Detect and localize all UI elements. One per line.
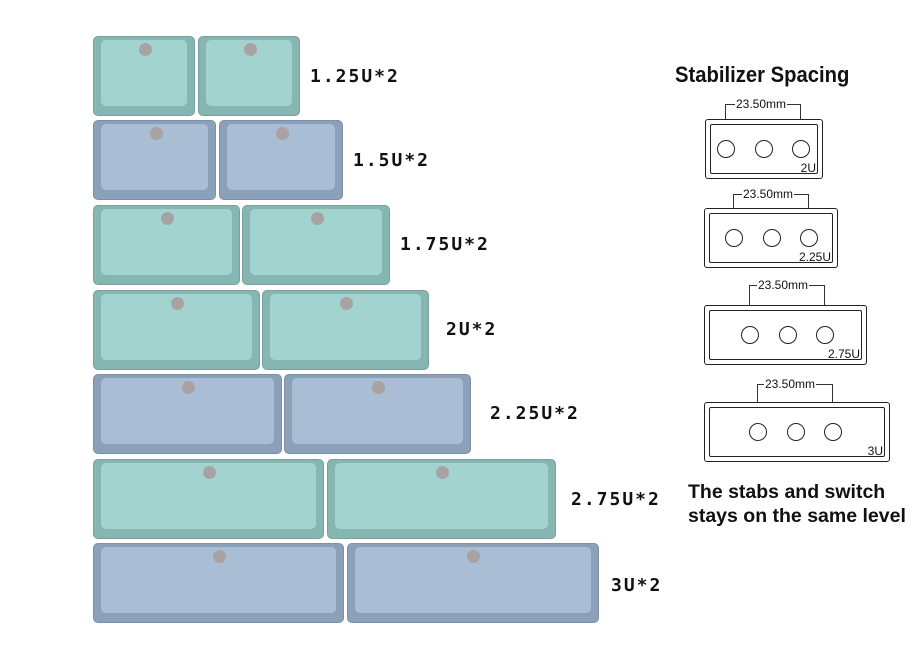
keycap-2u-right xyxy=(262,290,429,370)
switch-stem-dot xyxy=(244,43,257,56)
switch-stem-dot xyxy=(276,127,289,140)
switch-stem-dot xyxy=(372,381,385,394)
stab-size-label: 2.25U xyxy=(798,250,831,264)
switch-stem-dot xyxy=(182,381,195,394)
stab-housing-right xyxy=(824,423,842,441)
keycap-1.5u-left xyxy=(93,120,216,200)
stab-housing-left xyxy=(741,326,759,344)
switch-stem-dot xyxy=(436,466,449,479)
switch-stem-dot xyxy=(213,550,226,563)
keycap-3u-left xyxy=(93,543,344,623)
row-label-2.25u: 2.25U*2 xyxy=(490,403,580,424)
row-label-2.75u: 2.75U*2 xyxy=(571,489,661,510)
row-label-2u: 2U*2 xyxy=(446,319,498,340)
switch-stem-dot xyxy=(150,127,163,140)
keycap-2.25u-left xyxy=(93,374,282,454)
switch-housing xyxy=(755,140,773,158)
switch-stem-dot xyxy=(161,212,174,225)
stab-size-label: 2U xyxy=(800,161,816,175)
keycap-2.75u-left xyxy=(93,459,324,539)
switch-stem-dot xyxy=(311,212,324,225)
keycap-1.75u-right xyxy=(242,205,390,285)
stab-level-note: The stabs and switch stays on the same l… xyxy=(688,480,906,528)
keycap-1.25u-right xyxy=(198,36,300,116)
row-label-3u: 3U*2 xyxy=(611,575,663,596)
switch-stem-dot xyxy=(340,297,353,310)
stab-housing-right xyxy=(816,326,834,344)
row-label-1.75u: 1.75U*2 xyxy=(400,234,490,255)
keycap-1.5u-right xyxy=(219,120,343,200)
stab-housing-right xyxy=(800,229,818,247)
stab-housing-left xyxy=(725,229,743,247)
stab-housing-left xyxy=(717,140,735,158)
keycap-1.25u-left xyxy=(93,36,195,116)
spacing-dimension: 23.50mm xyxy=(764,377,817,391)
switch-stem-dot xyxy=(139,43,152,56)
keycap-2u-left xyxy=(93,290,260,370)
stabilizer-spacing-title: Stabilizer Spacing xyxy=(675,62,850,87)
keycap-2.25u-right xyxy=(284,374,471,454)
stab-size-label: 2.75U xyxy=(827,347,860,361)
note-line-2: stays on the same level xyxy=(688,505,906,527)
stab-housing-left xyxy=(749,423,767,441)
keycap-1.75u-left xyxy=(93,205,240,285)
spacing-dimension: 23.50mm xyxy=(735,97,788,111)
switch-stem-dot xyxy=(171,297,184,310)
switch-housing xyxy=(787,423,805,441)
keycap-3u-right xyxy=(347,543,599,623)
switch-stem-dot xyxy=(467,550,480,563)
row-label-1.25u: 1.25U*2 xyxy=(310,66,400,87)
switch-housing xyxy=(763,229,781,247)
spacing-dimension: 23.50mm xyxy=(757,278,810,292)
spacing-dimension: 23.50mm xyxy=(742,187,795,201)
switch-housing xyxy=(779,326,797,344)
row-label-1.5u: 1.5U*2 xyxy=(353,150,431,171)
switch-stem-dot xyxy=(203,466,216,479)
stab-size-label: 3U xyxy=(867,444,883,458)
stab-housing-right xyxy=(792,140,810,158)
keycap-2.75u-right xyxy=(327,459,556,539)
note-line-1: The stabs and switch xyxy=(688,481,886,503)
